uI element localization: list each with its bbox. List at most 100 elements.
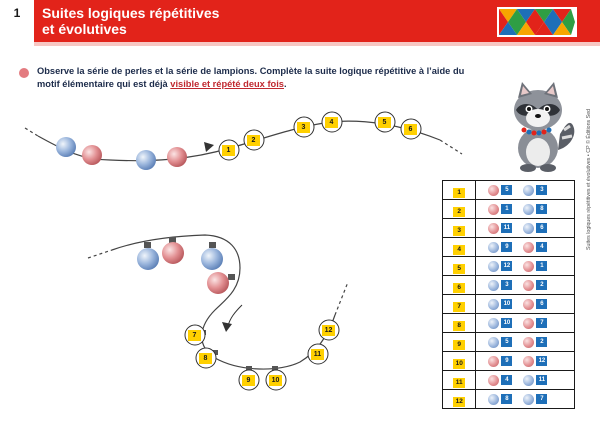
- instruction-end: .: [283, 79, 287, 89]
- ball-b-icon: [523, 374, 535, 386]
- number-b: 4: [536, 242, 548, 252]
- ball-b-icon: [523, 260, 535, 272]
- ball-a-icon: [488, 393, 500, 405]
- lantern-label-11: 11: [311, 349, 324, 360]
- pearl-filled-1: [56, 137, 76, 157]
- exercise-number-box: 1: [0, 0, 34, 46]
- row-label: 11: [453, 378, 466, 388]
- row-label-cell: 4: [441, 237, 477, 257]
- row-label-cell: 12: [441, 389, 477, 409]
- number-a: 8: [501, 394, 513, 404]
- row-label-cell: 5: [441, 256, 477, 276]
- row-label-cell: 3: [441, 218, 477, 238]
- pearl-filled-2: [82, 145, 102, 165]
- number-a: 4: [501, 375, 513, 385]
- row-label: 8: [453, 321, 466, 331]
- ball-a-icon: [488, 317, 500, 329]
- ball-b-icon: [523, 393, 535, 405]
- number-b: 1: [536, 261, 548, 271]
- lantern-string: [111, 234, 336, 370]
- number-b: 6: [536, 223, 548, 233]
- number-a: 9: [501, 356, 513, 366]
- row-label: 10: [453, 359, 466, 369]
- number-b: 7: [536, 318, 548, 328]
- pearl-label-6: 6: [404, 124, 417, 135]
- pearl-filled-3: [136, 150, 156, 170]
- row-answer-cell[interactable]: 11 6: [475, 218, 575, 238]
- pearl-filled-4: [167, 147, 187, 167]
- pearl-label-5: 5: [378, 117, 391, 128]
- ball-b-icon: [523, 336, 535, 348]
- pearl-label-1: 1: [222, 145, 235, 156]
- row-answer-cell[interactable]: 10 7: [475, 313, 575, 333]
- lantern-label-7: 7: [188, 330, 201, 341]
- row-label-cell: 10: [441, 351, 477, 371]
- row-label-cell: 11: [441, 370, 477, 390]
- ball-a-icon: [488, 336, 500, 348]
- lantern-arrow-icon: [222, 322, 232, 332]
- ball-b-icon: [523, 184, 535, 196]
- row-label: 5: [453, 264, 466, 274]
- lantern-label-8: 8: [199, 353, 212, 364]
- ball-a-icon: [488, 374, 500, 386]
- number-a: 5: [501, 185, 513, 195]
- row-label: 6: [453, 283, 466, 293]
- row-label: 2: [453, 207, 466, 217]
- ball-a-icon: [488, 260, 500, 272]
- lantern-label-12: 12: [322, 325, 335, 336]
- row-label-cell: 7: [441, 294, 477, 314]
- table-row: 3 11 6: [441, 218, 575, 238]
- row-label-cell: 9: [441, 332, 477, 352]
- row-label-cell: 8: [441, 313, 477, 333]
- number-a: 9: [501, 242, 513, 252]
- row-label: 7: [453, 302, 466, 312]
- number-a: 10: [501, 318, 513, 328]
- pearl-label-4: 4: [325, 117, 338, 128]
- raccoon-icon: [514, 82, 575, 172]
- number-a: 12: [501, 261, 513, 271]
- row-label: 4: [453, 245, 466, 255]
- row-label: 3: [453, 226, 466, 236]
- number-a: 11: [501, 223, 513, 233]
- ball-b-icon: [523, 298, 535, 310]
- header-shade: [0, 42, 600, 46]
- ball-a-icon: [488, 241, 500, 253]
- number-b: 3: [536, 185, 548, 195]
- number-b: 8: [536, 204, 548, 214]
- row-label-cell: 1: [441, 180, 477, 200]
- number-a: 3: [501, 280, 513, 290]
- row-label: 1: [453, 188, 466, 198]
- row-label: 9: [453, 340, 466, 350]
- title-line-1: Suites logiques répétitives: [42, 5, 220, 21]
- instruction-text: Observe la série de perles et la série d…: [37, 65, 487, 91]
- lantern-label-10: 10: [269, 375, 282, 386]
- title-line-2: et évolutives: [42, 21, 127, 37]
- ball-a-icon: [488, 222, 500, 234]
- number-b: 6: [536, 299, 548, 309]
- row-answer-cell[interactable]: 12 1: [475, 256, 575, 276]
- number-b: 2: [536, 337, 548, 347]
- ball-a-icon: [488, 279, 500, 291]
- table-row: 5 12 1: [441, 256, 575, 276]
- instruction-main: Observe la série de perles et la série d…: [37, 66, 465, 89]
- number-a: 1: [501, 204, 513, 214]
- ball-a-icon: [488, 355, 500, 367]
- number-b: 7: [536, 394, 548, 404]
- header: 1 Suites logiques répétitives et évoluti…: [0, 0, 600, 46]
